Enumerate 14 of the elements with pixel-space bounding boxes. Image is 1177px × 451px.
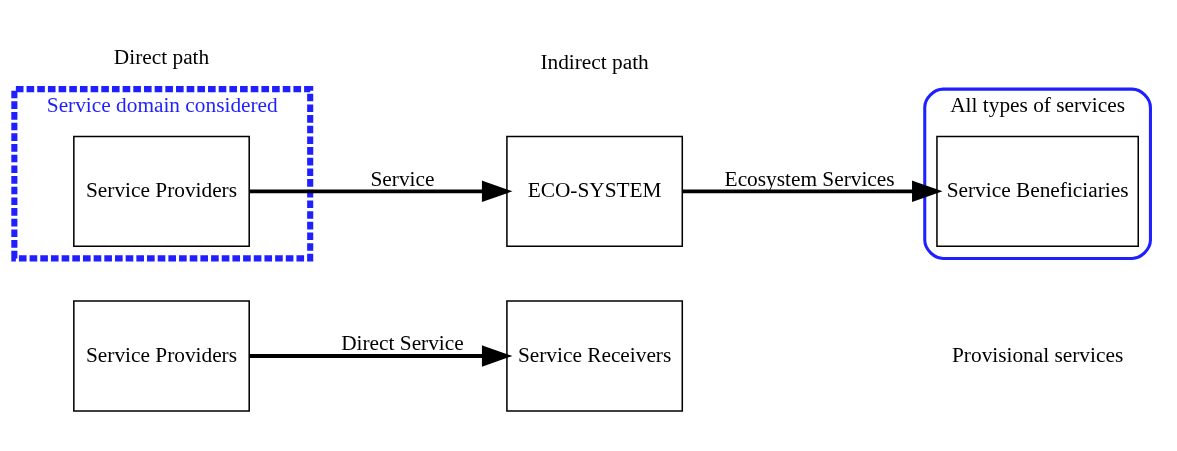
arrow: [249, 180, 513, 202]
edge-label: Ecosystem Services: [724, 166, 895, 191]
arrow: [249, 344, 513, 367]
node-box: Service Receivers: [506, 299, 684, 412]
node-box: Service Providers: [73, 135, 250, 247]
node-box: Service Beneficiaries: [936, 135, 1139, 247]
label: Indirect path: [540, 49, 649, 74]
label: Direct path: [113, 44, 210, 69]
node-box: Service Providers: [73, 299, 250, 412]
edge-label: Service: [370, 166, 435, 191]
edge-label: Direct Service: [341, 330, 464, 355]
label: Provisional services: [952, 342, 1124, 367]
node-box: ECO-SYSTEM: [506, 135, 684, 247]
arrow: [682, 180, 943, 202]
